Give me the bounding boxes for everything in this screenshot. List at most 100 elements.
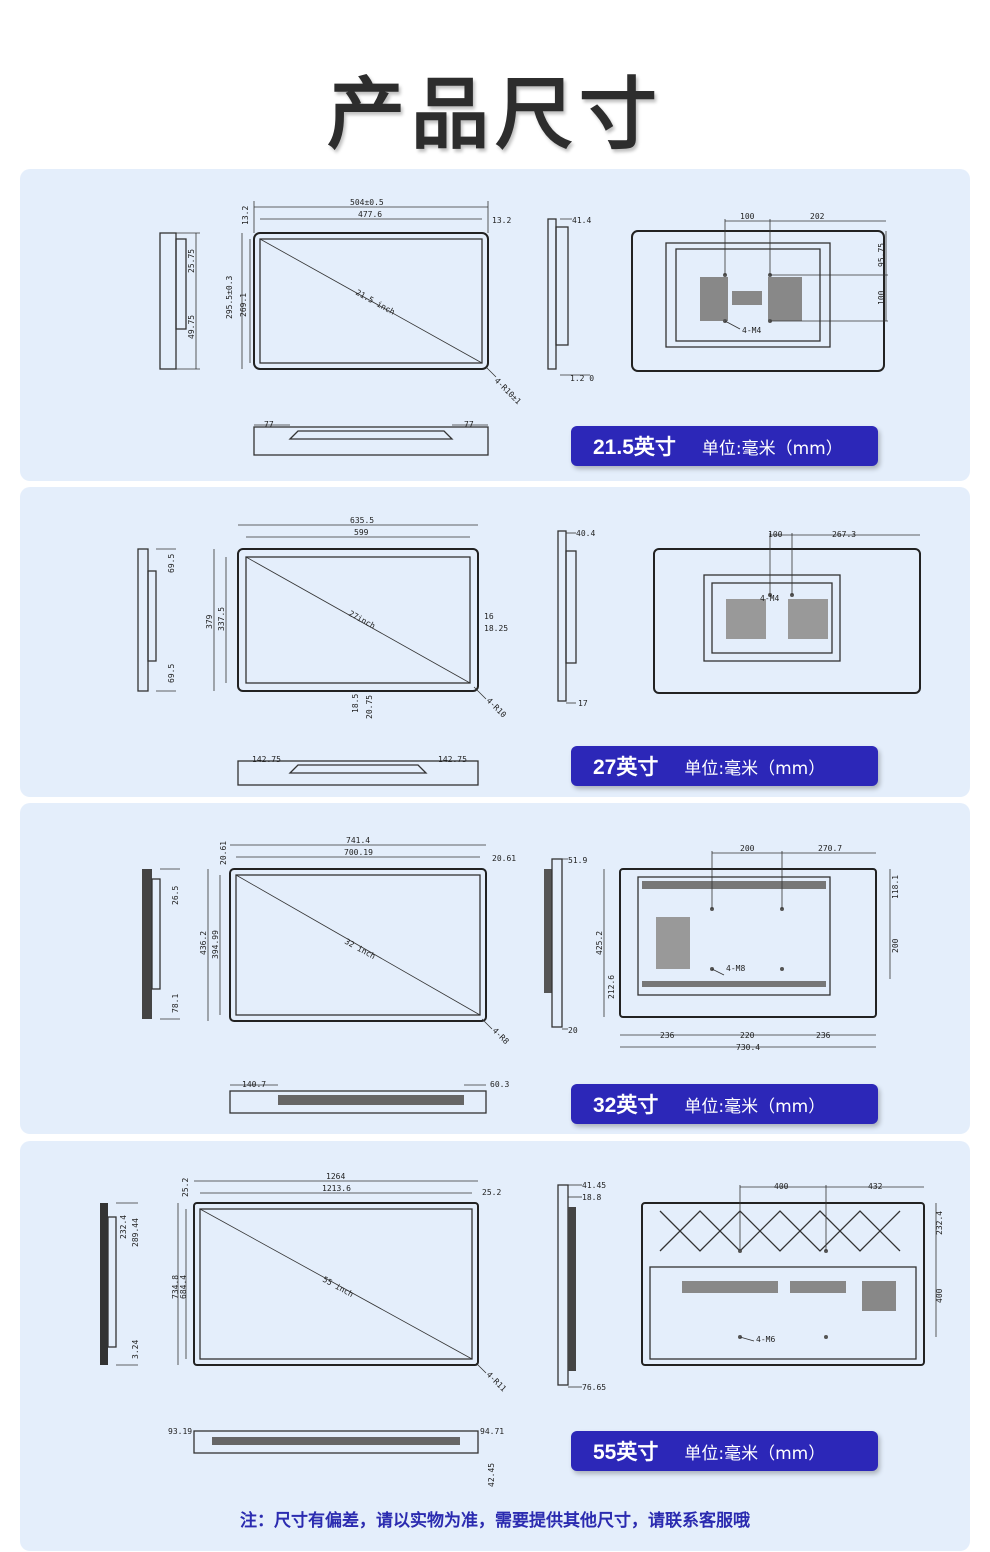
front-dim-bezel-l: 20.61 [219, 841, 228, 865]
front-dim-inner-h: 684.4 [179, 1275, 188, 1299]
back-screw: 4-M6 [756, 1335, 775, 1344]
footer-note: 注：尺寸有偏差，请以实物为准，需要提供其他尺寸，请联系客服哦 [240, 1511, 750, 1531]
edge-dim-b1: 18.5 [351, 694, 360, 713]
front-dim-inner-h: 337.5 [217, 607, 226, 631]
front-dim-outer-w: 635.5 [350, 516, 374, 525]
side-dim-top: 26.5 [171, 886, 180, 905]
size-badge-55: 55英寸 单位:毫米（mm） [571, 1431, 878, 1471]
bottom-view: 142.75 142.75 [237, 755, 479, 786]
front-view: 504±0.5 477.6 13.2 13.2 295.5±0.3 269.1 … [225, 198, 523, 406]
depth-dim-small: 1.2 0 [570, 374, 594, 383]
back-dim-vesa-y1: 118.1 [891, 875, 900, 899]
front-dim-inner-w: 599 [354, 528, 369, 537]
back-dim-height-half: 212.6 [607, 975, 616, 999]
page-title: 产品尺寸 [326, 70, 663, 160]
front-dim-inner-h: 394.99 [211, 930, 220, 959]
back-dim-w2: 220 [740, 1031, 755, 1040]
front-diagonal: 55 inch [321, 1275, 355, 1299]
back-view: 100 267.3 4-M4 [653, 530, 921, 694]
front-dim-inner-w: 1213.6 [322, 1184, 351, 1193]
front-radius: 4-R11 [485, 1370, 509, 1394]
depth-dim: 41.45 [582, 1181, 606, 1190]
edge-dim-b2: 20.75 [365, 695, 374, 719]
bottom-dim-r: 142.75 [438, 755, 467, 764]
back-screw: 4-M4 [760, 594, 779, 603]
front-view: 1264 1213.6 25.2 25.2 734.8 684.4 55 inc… [171, 1172, 508, 1394]
front-radius: 4-R10 [485, 696, 509, 720]
side-view: 26.5 78.1 [142, 868, 180, 1020]
panel-32-inch: 26.5 78.1 741.4 700.19 20.61 20.61 436.2… [20, 803, 970, 1134]
size-badge-27: 27英寸 单位:毫米（mm） [571, 746, 878, 786]
depth-view: 41.45 18.8 76.65 [557, 1181, 606, 1392]
back-dim-vesa-y1: 232.4 [935, 1211, 944, 1235]
side-view: 25.75 49.75 [159, 232, 200, 370]
bottom-dim-r: 77 [464, 420, 474, 429]
unit-label: 单位:毫米（mm） [684, 1096, 826, 1117]
back-dim-vesa-x1: 100 [740, 212, 755, 221]
size-label: 32英寸 [593, 1094, 659, 1117]
front-dim-outer-h: 379 [205, 614, 214, 629]
front-dim-outer-w: 1264 [326, 1172, 345, 1181]
back-dim-vesa-x1: 100 [768, 530, 783, 539]
back-dim-vesa-x1: 200 [740, 844, 755, 853]
bottom-view: 77 77 [253, 420, 489, 456]
unit-label: 单位:毫米（mm） [684, 1443, 826, 1464]
bottom-view: 140.7 60.3 [229, 1080, 509, 1114]
back-dim-vesa-y2: 400 [935, 1288, 944, 1303]
edge-dim-r1: 16 [484, 612, 494, 621]
depth-view: 51.9 20 [544, 856, 587, 1035]
front-dim-inner-w: 477.6 [358, 210, 382, 219]
bottom-dim-r: 60.3 [490, 1080, 509, 1089]
bottom-dim-l: 93.19 [168, 1427, 192, 1436]
depth-view: 41.4 1.2 0 [547, 216, 594, 383]
front-dim-bezel-r: 25.2 [482, 1188, 501, 1197]
side-view: 69.5 69.5 [137, 548, 176, 692]
front-dim-inner-w: 700.19 [344, 848, 373, 857]
front-dim-bezel-r: 13.2 [492, 216, 511, 225]
front-radius: 4-R8 [491, 1026, 511, 1046]
front-dim-bezel-l: 25.2 [181, 1178, 190, 1197]
side-dim-bottom: 78.1 [171, 994, 180, 1013]
drawing-32-inch: 26.5 78.1 741.4 700.19 20.61 20.61 436.2… [142, 836, 900, 1114]
panel-27-inch: 69.5 69.5 635.5 599 379 337.5 27inch 16 … [20, 487, 970, 797]
back-dim-vesa-y1: 95.75 [877, 243, 886, 267]
depth-dim-bottom: 76.65 [582, 1383, 606, 1392]
back-view: 100 202 95.75 100 4-M4 [631, 212, 888, 372]
back-screw: 4-M8 [726, 964, 745, 973]
drawing-55-inch: 232.4 289.44 3.24 1264 1213.6 25.2 25.2 … [100, 1172, 944, 1487]
depth-dim: 51.9 [568, 856, 587, 865]
front-view: 741.4 700.19 20.61 20.61 436.2 394.99 32… [199, 836, 516, 1046]
bottom-view: 93.19 94.71 42.45 [168, 1427, 504, 1487]
back-dim-vesa-y2: 200 [891, 938, 900, 953]
front-diagonal: 27inch [347, 609, 377, 631]
depth-dim: 41.4 [572, 216, 591, 225]
depth-dim-bottom: 20 [568, 1026, 578, 1035]
front-radius: 4-R10±1 [493, 376, 523, 406]
front-dim-bezel-l: 13.2 [241, 206, 250, 225]
bottom-dim-l: 77 [264, 420, 274, 429]
back-dim-vesa-x2: 270.7 [818, 844, 842, 853]
side-dim-bottom: 69.5 [167, 664, 176, 683]
back-dim-w3: 236 [816, 1031, 831, 1040]
back-dim-width: 730.4 [736, 1043, 760, 1052]
bottom-dim-r: 94.71 [480, 1427, 504, 1436]
side-dim-top: 25.75 [187, 249, 196, 273]
side-dim-top: 69.5 [167, 554, 176, 573]
front-dim-outer-h: 436.2 [199, 931, 208, 955]
size-label: 21.5英寸 [593, 436, 676, 459]
drawing-27-inch: 69.5 69.5 635.5 599 379 337.5 27inch 16 … [137, 516, 921, 786]
size-badge-21-5: 21.5英寸 单位:毫米（mm） [571, 426, 878, 466]
unit-label: 单位:毫米（mm） [684, 758, 826, 779]
back-dim-vesa-x1: 400 [774, 1182, 789, 1191]
front-dim-outer-w: 741.4 [346, 836, 370, 845]
depth-view: 40.4 17 [557, 529, 595, 708]
bottom-dim-h: 42.45 [487, 1463, 496, 1487]
depth-dim-2: 18.8 [582, 1193, 601, 1202]
front-dim-outer-h: 734.8 [171, 1275, 180, 1299]
size-badge-32: 32英寸 单位:毫米（mm） [571, 1084, 878, 1124]
back-dim-vesa-y2: 100 [877, 290, 886, 305]
back-view: 200 270.7 118.1 200 425.2 212.6 236 220 … [595, 844, 900, 1052]
back-dim-height: 425.2 [595, 931, 604, 955]
back-dim-vesa-x2: 432 [868, 1182, 883, 1191]
unit-label: 单位:毫米（mm） [701, 438, 843, 459]
